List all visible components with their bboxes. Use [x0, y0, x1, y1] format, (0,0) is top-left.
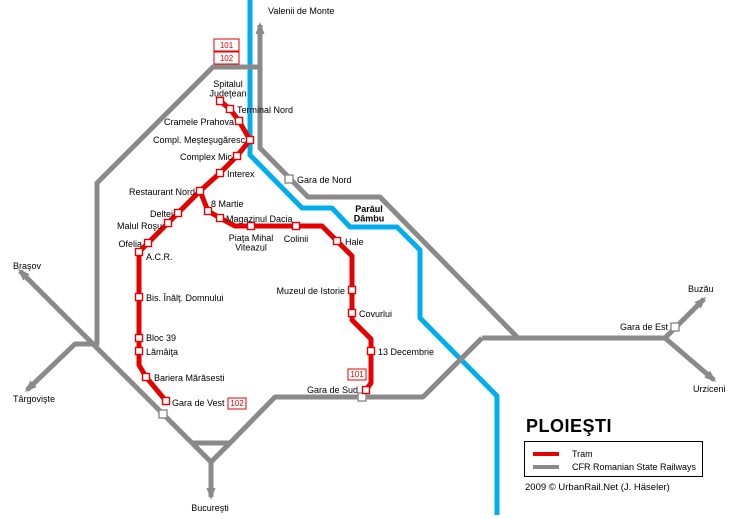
acr-station — [134, 247, 144, 257]
gara-de-vest-station — [161, 396, 171, 406]
credit-line: 2009 © UrbanRail.Net (J. Häseler) — [525, 482, 670, 493]
covurlui-station — [347, 308, 357, 318]
decembrie-13-label: 13 Decembrie — [378, 347, 434, 357]
compl-mestesugaresc-label: Compl. Meşteşugăresc — [153, 135, 246, 145]
gara-de-sud-station — [361, 385, 371, 395]
destination-urziceni-label: Urziceni — [693, 384, 726, 394]
bariera-marasesti-label: Bariera Mărăsesti — [154, 373, 225, 383]
rail-bucuresti-branch-arrowhead — [206, 488, 216, 500]
terminal-nord-label: Terminal Nord — [237, 105, 293, 115]
complex-mic-station — [232, 151, 242, 161]
complex-mic-label: Complex Mic — [180, 152, 233, 162]
gara-de-vest-cfr-station — [158, 409, 168, 419]
restaurant-nord-station — [195, 186, 205, 196]
tram-line-102 — [136, 189, 202, 403]
route-badge-101-0-label: 101 — [220, 41, 234, 50]
lamaita-label: Lămâiţa — [146, 347, 178, 357]
route-badge-102-3 — [227, 397, 247, 410]
destination-bucuresti-label: Bucureşti — [191, 503, 229, 513]
route-badge-102-3-label: 102 — [230, 399, 244, 408]
rail-targoviste-west-line — [25, 64, 260, 392]
magazinul-dacia-station — [215, 213, 225, 223]
bloc-39-label: Bloc 39 — [146, 333, 176, 343]
deltei-label: Deltei — [150, 209, 173, 219]
rail-valenii-line-arrowhead — [255, 22, 265, 34]
gara-de-est-label: Gara de Est — [620, 322, 669, 332]
spitalul-judetean-label-line1: Spitalul — [213, 79, 243, 89]
legend-item-rail: CFR Romanian State Railways — [533, 460, 702, 473]
bloc-39-station — [134, 333, 144, 343]
legend-item-rail-label: CFR Romanian State Railways — [572, 461, 697, 472]
rail-buzau-branch-arrowhead — [694, 296, 707, 309]
ofelia-station — [143, 238, 153, 248]
cramele-prahova-station — [234, 116, 244, 126]
hale-label: Hale — [345, 237, 364, 247]
map-title: PLOIEŞTI — [526, 416, 613, 436]
cramele-prahova-label: Cramele Prahova — [164, 117, 234, 127]
compl-mestesugaresc-station — [245, 135, 255, 145]
deltei-station — [173, 208, 183, 218]
terminal-nord-station — [225, 104, 235, 114]
interex-station — [215, 168, 225, 178]
tram-line-swatch — [533, 451, 559, 456]
destination-valenii-de-monte-label: Valenii de Monte — [268, 6, 334, 16]
rail-urziceni-branch-arrowhead — [704, 370, 717, 382]
rail-urziceni-branch — [663, 336, 716, 382]
destination-brasov-label: Braşov — [13, 261, 42, 271]
gara-de-est-station — [670, 322, 680, 332]
route-badge-102-1-label: 102 — [220, 54, 234, 63]
piata-mihal-viteazul-label-line1: Piaţa Mihal — [229, 233, 274, 243]
opt-martie-label: 8 Martie — [211, 199, 244, 209]
legend-item-tram-label: Tram — [572, 448, 593, 459]
colinii-station — [291, 221, 301, 231]
spitalul-judetean-label-line2: Judeţean — [209, 89, 246, 99]
magazinul-dacia-label: Magazinul Dacia — [226, 214, 293, 224]
malul-rosu-label: Malul Roşu — [117, 221, 162, 231]
tram-line-101 — [197, 99, 374, 392]
rail-south-wye — [190, 441, 232, 465]
route-badge-101-2-label: 101 — [350, 370, 364, 379]
rail-brasov-line-arrowhead — [17, 268, 30, 281]
river-label-line2: Dâmbu — [354, 214, 385, 224]
acr-label: A.C.R. — [146, 252, 173, 262]
gara-de-nord-label: Gara de Nord — [297, 175, 352, 185]
legend: PLOIEŞTI Tram CFR Romanian State Railway… — [524, 416, 736, 493]
ofelia-label: Ofelia — [118, 239, 142, 249]
decembrie-13-station — [366, 346, 376, 356]
route-badge-101-2 — [347, 368, 367, 381]
spitalul-judetean-station — [215, 96, 225, 106]
muzeul-de-istorie-station — [347, 285, 357, 295]
route-badge-102-1 — [213, 51, 240, 65]
gara-de-sud-cfr-station — [357, 392, 367, 402]
river-label-line1: Parâul — [355, 204, 383, 214]
gara-de-nord-station — [284, 174, 294, 184]
hale-station — [332, 236, 342, 246]
destination-buzau-label: Buzău — [688, 284, 714, 294]
colinii-label: Colinii — [284, 234, 309, 244]
malul-rosu-station — [163, 218, 173, 228]
rail-valenii-line — [257, 25, 520, 340]
restaurant-nord-label: Restaurant Nord — [129, 187, 195, 197]
interex-label: Interex — [227, 169, 255, 179]
legend-item-tram: Tram — [533, 447, 702, 460]
bis-inalt-domnului-label: Bis. Înălţ. Domnului — [146, 293, 224, 303]
destination-targoviste-label: Târgovişte — [13, 394, 55, 404]
legend-box: Tram CFR Romanian State Railways — [524, 441, 703, 477]
river-paraul-dambu — [247, 0, 500, 515]
piata-mihal-viteazul-station — [246, 221, 256, 231]
lamaita-station — [134, 346, 144, 356]
bis-inalt-domnului-station — [134, 292, 144, 302]
muzeul-de-istorie-label: Muzeul de Istorie — [276, 286, 345, 296]
route-badge-101-0 — [213, 38, 240, 52]
gara-de-sud-label: Gara de Sud — [307, 385, 358, 395]
covurlui-label: Covurlui — [359, 309, 392, 319]
rail-line-swatch — [533, 464, 559, 469]
opt-martie-station — [203, 206, 213, 216]
rail-targoviste-west-line-arrowhead — [24, 380, 37, 393]
piata-mihal-viteazul-label-line2: Viteazul — [235, 243, 267, 253]
rail-south-connector — [192, 336, 484, 446]
gara-de-vest-label: Gara de Vest — [172, 398, 225, 408]
bariera-marasesti-station — [141, 372, 151, 382]
